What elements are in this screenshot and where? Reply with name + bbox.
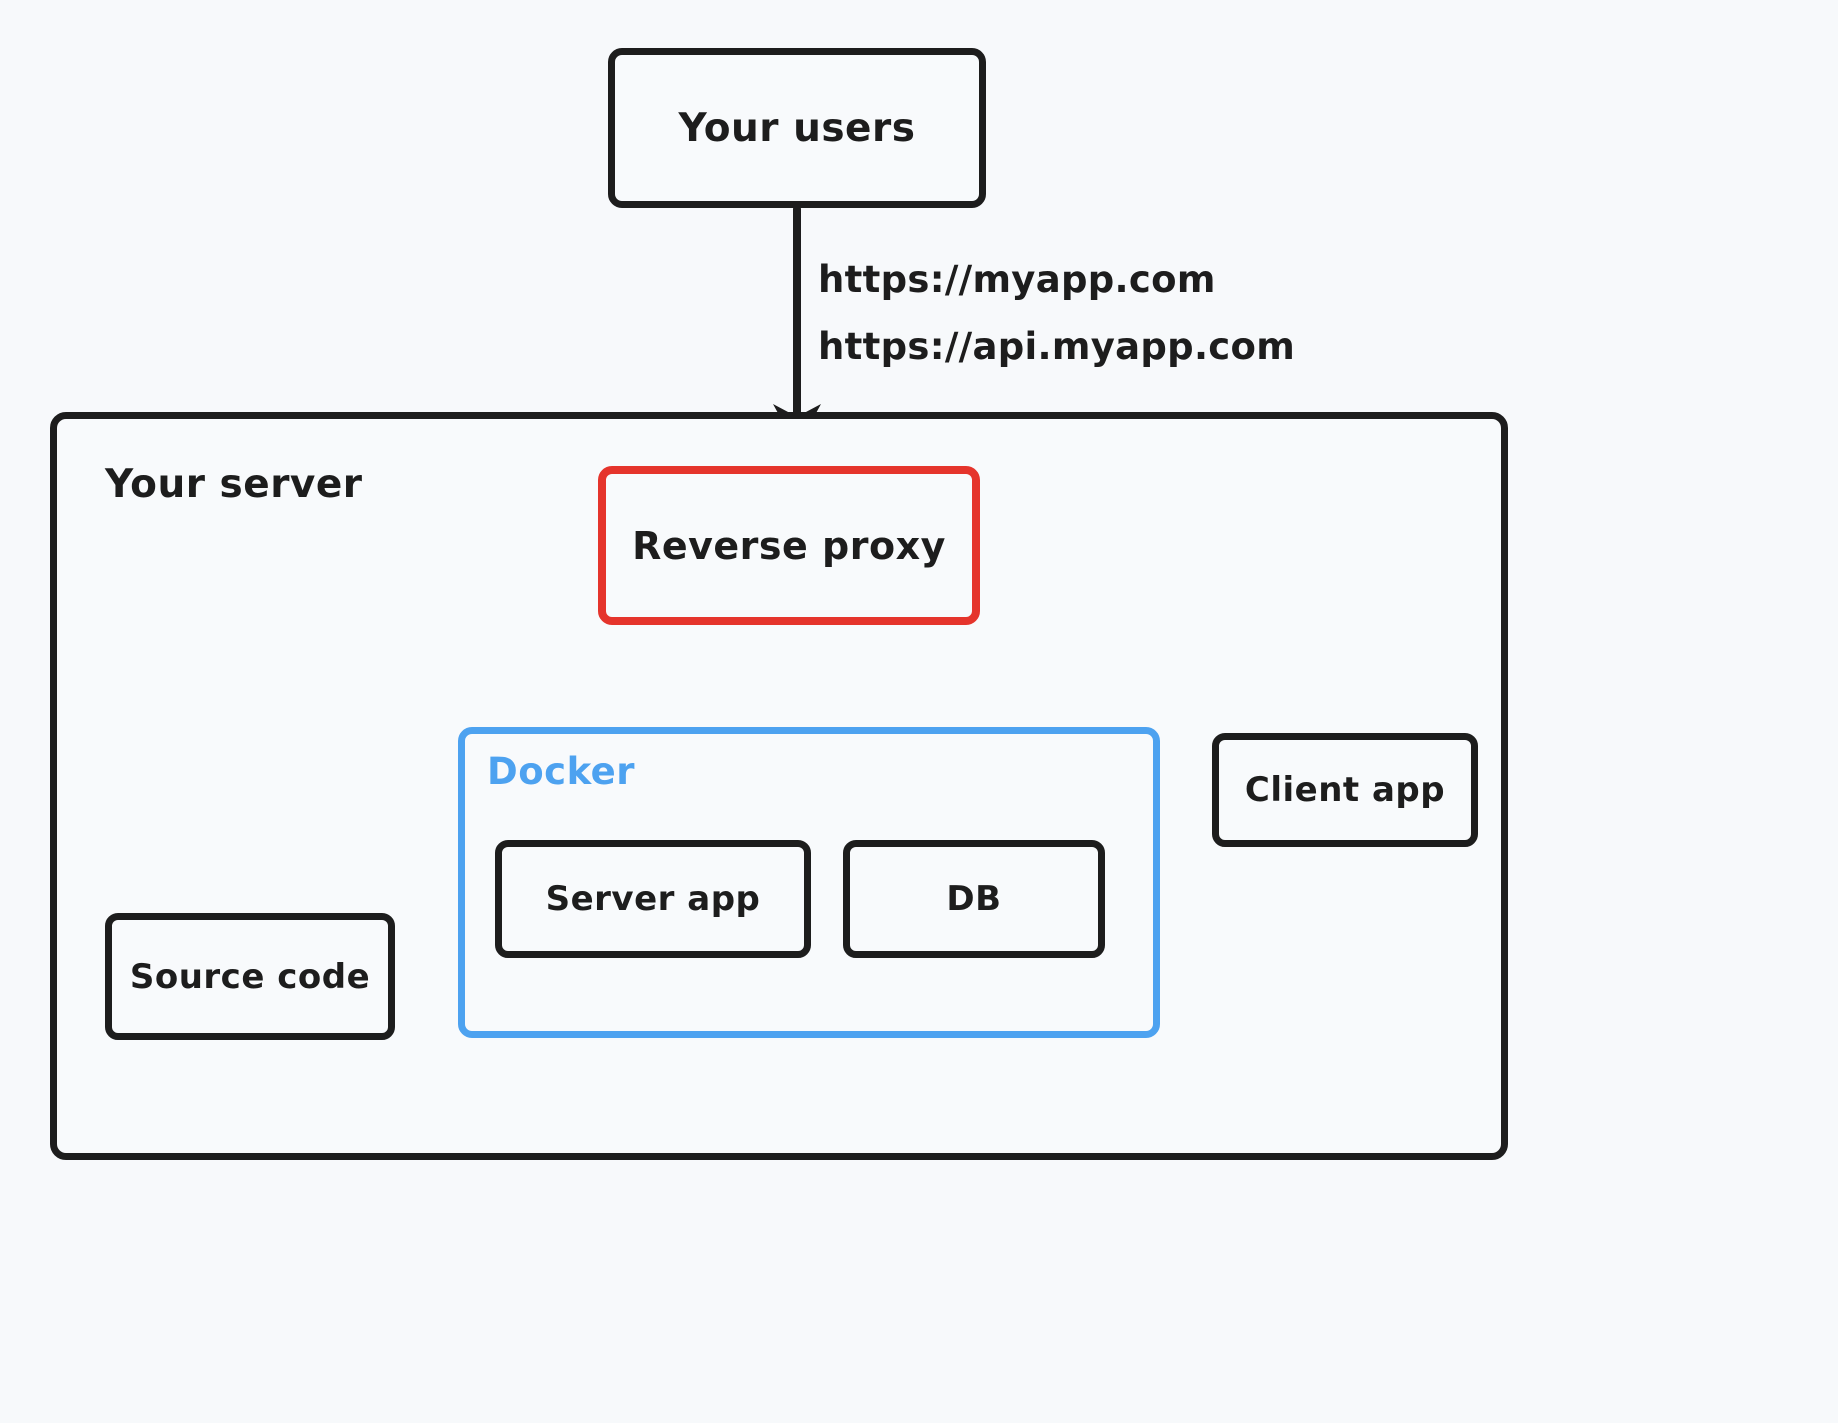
your-server-label: Your server bbox=[105, 462, 363, 507]
client-app-label: Client app bbox=[1244, 770, 1446, 810]
node-db[interactable]: DB bbox=[843, 840, 1105, 958]
docker-label: Docker bbox=[487, 750, 636, 793]
node-your-users[interactable]: Your users bbox=[608, 48, 986, 208]
edge-label-myapp-url: https://myapp.com bbox=[818, 258, 1216, 301]
server-app-label: Server app bbox=[545, 879, 761, 919]
db-label: DB bbox=[946, 879, 1002, 919]
node-client-app[interactable]: Client app bbox=[1212, 733, 1478, 847]
node-source-code[interactable]: Source code bbox=[105, 913, 395, 1040]
source-code-label: Source code bbox=[129, 956, 371, 997]
edge-label-api-myapp-url: https://api.myapp.com bbox=[818, 325, 1296, 368]
reverse-proxy-label: Reverse proxy bbox=[632, 523, 946, 568]
your-users-label: Your users bbox=[678, 105, 916, 151]
node-server-app[interactable]: Server app bbox=[495, 840, 811, 958]
node-reverse-proxy[interactable]: Reverse proxy bbox=[598, 466, 980, 625]
